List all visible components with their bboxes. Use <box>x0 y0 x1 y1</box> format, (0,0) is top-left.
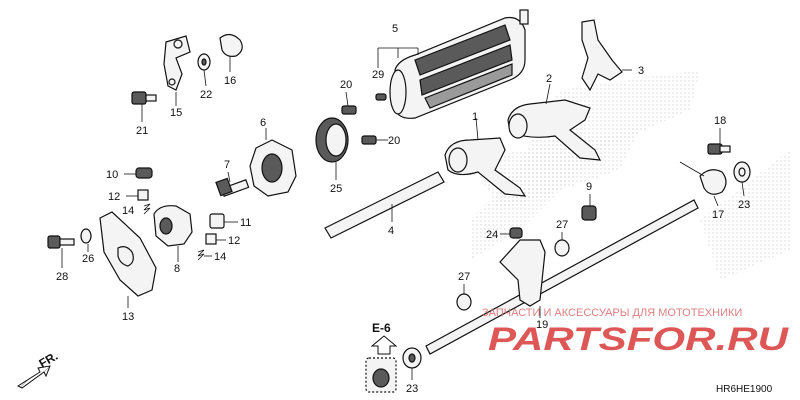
label-6: 6 <box>260 117 266 129</box>
shift-spindle-19 <box>425 199 699 355</box>
label-14b: 14 <box>214 251 226 263</box>
label-12a: 12 <box>108 191 120 203</box>
spring-14a <box>143 203 151 215</box>
shift-fork-3 <box>581 19 632 92</box>
label-20b: 20 <box>388 135 400 147</box>
label-22: 22 <box>200 89 212 101</box>
label-24: 24 <box>486 229 498 241</box>
label-25: 25 <box>330 183 342 195</box>
pin-29 <box>375 93 387 101</box>
drum-center-6 <box>249 128 297 197</box>
clip-27a <box>554 232 570 257</box>
label-23b: 23 <box>406 383 418 395</box>
collar-12a <box>126 189 149 201</box>
shift-fork-2 <box>507 83 602 161</box>
label-27b: 27 <box>458 271 470 283</box>
label-1: 1 <box>472 111 478 123</box>
clip-24 <box>500 227 523 239</box>
spring-16 <box>219 33 243 72</box>
label-9: 9 <box>586 181 592 193</box>
label-17: 17 <box>712 209 724 221</box>
collar-12b <box>205 233 226 245</box>
label-4: 4 <box>388 225 394 237</box>
label-12b: 12 <box>228 235 240 247</box>
bolt-20b <box>361 135 388 145</box>
washer-26 <box>80 228 92 252</box>
cam-8 <box>153 205 193 262</box>
bolt-21 <box>131 91 157 122</box>
label-16: 16 <box>224 75 236 87</box>
label-19: 19 <box>536 319 548 331</box>
ref-box-label: E-6 <box>372 321 391 335</box>
shift-fork-shaft <box>324 171 445 239</box>
label-18: 18 <box>714 115 726 127</box>
label-20a: 20 <box>340 79 352 91</box>
bolt-28 <box>47 235 75 268</box>
spring-14b <box>197 249 212 261</box>
bolt-20a <box>341 91 357 115</box>
label-21: 21 <box>136 125 148 137</box>
label-10: 10 <box>106 169 118 181</box>
collar-11 <box>209 213 238 229</box>
stopper-plate-15 <box>163 35 191 106</box>
watermark-brand: PARTSFOR.RU <box>488 321 789 357</box>
washer-23b <box>402 347 422 380</box>
label-13: 13 <box>122 311 134 323</box>
diagram-code: HR6HE1900 <box>716 384 773 395</box>
guide-plate-13 <box>99 211 157 308</box>
washer-22 <box>197 53 211 87</box>
bolt-18 <box>707 128 731 155</box>
label-7: 7 <box>224 159 230 171</box>
washer-23a <box>733 161 751 197</box>
front-direction-arrow <box>16 365 51 389</box>
label-14a: 14 <box>122 205 134 217</box>
bolt-9 <box>581 194 597 221</box>
spring-17 <box>679 161 727 207</box>
reference-e6 <box>365 335 398 393</box>
label-11: 11 <box>240 217 251 229</box>
label-8: 8 <box>174 263 180 275</box>
label-29: 29 <box>372 69 384 81</box>
bolt-7 <box>215 171 250 197</box>
clip-27b <box>456 284 472 311</box>
bearing-25 <box>315 117 349 180</box>
label-26: 26 <box>82 253 94 265</box>
label-27a: 27 <box>556 219 568 231</box>
shift-fork-1 <box>444 117 527 197</box>
label-23a: 23 <box>738 199 750 211</box>
label-15: 15 <box>170 107 182 119</box>
label-2: 2 <box>546 73 552 85</box>
shift-drum <box>377 9 529 119</box>
label-5: 5 <box>392 23 398 35</box>
watermark-tagline: ЗАПЧАСТИ И АКСЕССУАРЫ ДЛЯ МОТОТЕХНИКИ <box>482 307 742 319</box>
label-28: 28 <box>56 271 68 283</box>
pin-10 <box>124 167 153 179</box>
label-3: 3 <box>638 65 644 77</box>
